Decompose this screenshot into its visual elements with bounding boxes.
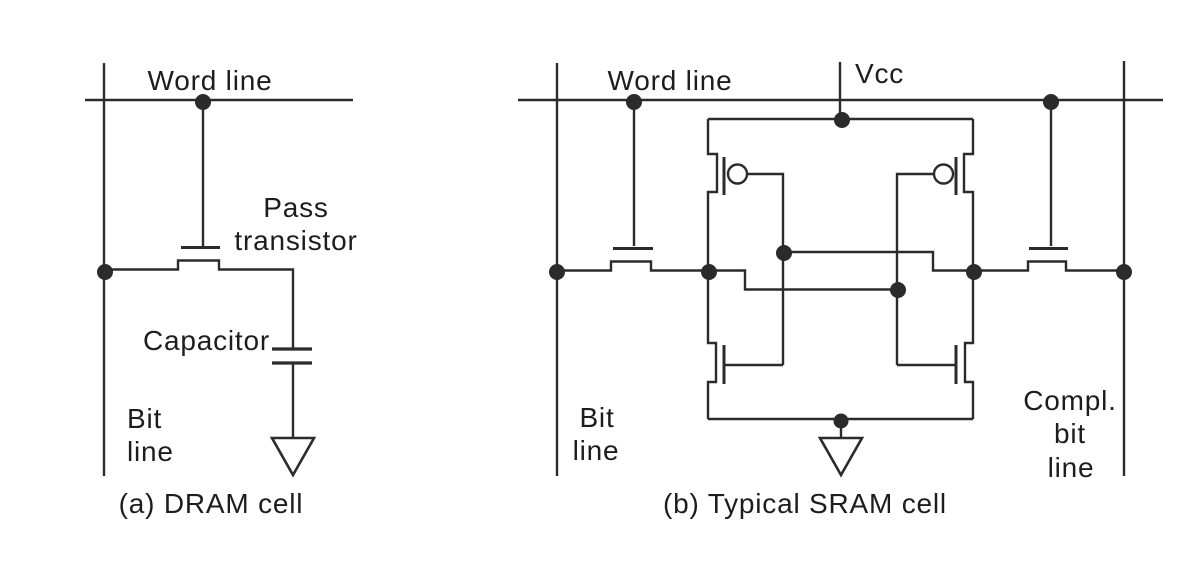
- sram-word-line-label: Word line: [608, 65, 733, 96]
- sram-caption: (b) Typical SRAM cell: [663, 488, 947, 519]
- sram-bit-line-junction-dot: [549, 264, 565, 280]
- dram-pass-transistor-label-line2: transistor: [234, 225, 357, 256]
- sram-compl-bit-line-label-line3: line: [1048, 452, 1095, 483]
- dram-channel-and-drain-wire: [104, 259, 295, 349]
- sram-word-line-left-junction-dot: [626, 94, 642, 110]
- sram-right-inverter-input-wire: [895, 172, 934, 365]
- dram-cell-diagram: Word line Pass transistor Capacitor Bit …: [85, 63, 357, 519]
- dram-ground-icon: [269, 436, 317, 478]
- sram-compl-bit-line-label-line2: bit: [1054, 418, 1086, 449]
- sram-word-line-right-junction-dot: [1043, 94, 1059, 110]
- dram-word-line-label: Word line: [148, 65, 273, 96]
- sram-ground-icon: [817, 436, 865, 478]
- dram-capacitor-label: Capacitor: [143, 325, 270, 356]
- sram-lower-cross-junction-dot: [890, 282, 906, 298]
- dram-word-line-junction-dot: [195, 94, 211, 110]
- sram-bit-line-label-line1: Bit: [579, 402, 614, 433]
- sram-left-inverter-input-wire: [747, 172, 785, 365]
- sram-right-pass-channel-wire: [973, 260, 1124, 272]
- sram-left-pass-channel-wire: [557, 260, 708, 272]
- sram-node-a-dot: [701, 264, 717, 280]
- sram-compl-bit-line-label-line1: Compl.: [1023, 385, 1117, 416]
- sram-right-pmos-bubble-icon: [932, 163, 955, 185]
- sram-left-pmos-bubble-icon: [726, 163, 749, 185]
- sram-lower-cross-couple-wire: [708, 269, 899, 291]
- dram-bit-line-label-line1: Bit: [127, 403, 162, 434]
- sram-vcc-junction-dot: [834, 112, 850, 128]
- sram-compl-bit-line-junction-dot: [1116, 264, 1132, 280]
- sram-node-b-dot: [966, 264, 982, 280]
- dram-bit-line-junction-dot: [97, 264, 113, 280]
- dram-pass-transistor-label-line1: Pass: [263, 192, 328, 223]
- sram-upper-cross-couple-wire: [783, 250, 973, 272]
- sram-cell-diagram: Word line Vcc Bit line Compl. bit line (…: [518, 58, 1163, 519]
- dram-bit-line-label-line2: line: [127, 436, 174, 467]
- sram-upper-cross-junction-dot: [776, 245, 792, 261]
- dram-caption: (a) DRAM cell: [119, 488, 304, 519]
- sram-ground-junction-dot: [833, 413, 849, 429]
- sram-vcc-label: Vcc: [855, 58, 904, 89]
- sram-bit-line-label-line2: line: [573, 435, 620, 466]
